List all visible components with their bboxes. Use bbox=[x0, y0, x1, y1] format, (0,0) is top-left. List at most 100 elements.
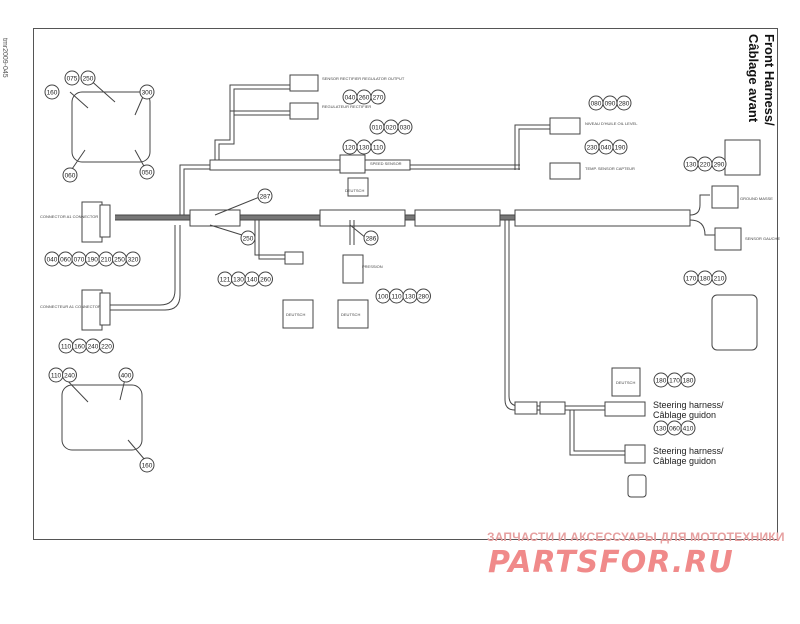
callout-label: 130 bbox=[686, 162, 697, 169]
callout-label: 130 bbox=[359, 145, 370, 152]
callout-180: 180 bbox=[680, 372, 696, 388]
callout-410: 410 bbox=[680, 420, 696, 436]
callout-020: 020 bbox=[383, 119, 399, 135]
callout-180: 180 bbox=[653, 372, 669, 388]
diagram-frame bbox=[33, 28, 778, 540]
callout-110: 110 bbox=[48, 367, 64, 383]
callout-250: 250 bbox=[240, 230, 256, 246]
callout-label: 220 bbox=[700, 162, 711, 169]
callout-circle bbox=[257, 188, 273, 204]
callout-label: 286 bbox=[366, 236, 377, 243]
callout-260: 260 bbox=[258, 271, 273, 287]
callout-label: 060 bbox=[669, 426, 680, 433]
callout-circle bbox=[139, 84, 155, 100]
callout-label: 170 bbox=[686, 276, 697, 283]
callout-label: 121 bbox=[220, 277, 231, 284]
callout-label: 260 bbox=[260, 277, 271, 284]
callout-label: 140 bbox=[247, 277, 258, 284]
callout-140: 140 bbox=[244, 271, 260, 287]
callout-label: 280 bbox=[619, 101, 630, 108]
callout-220: 220 bbox=[99, 338, 114, 354]
callout-286: 286 bbox=[363, 230, 379, 246]
steering-b-en: Steering harness/ bbox=[653, 446, 724, 456]
callout-circle bbox=[416, 288, 431, 304]
callout-label: 110 bbox=[391, 294, 402, 301]
callout-label: 040 bbox=[47, 257, 58, 264]
callout-circle bbox=[612, 139, 628, 155]
callout-label: 020 bbox=[386, 125, 397, 132]
callout-label: 280 bbox=[418, 294, 429, 301]
callout-label: 160 bbox=[47, 90, 58, 97]
callout-label: 287 bbox=[260, 194, 271, 201]
label-deutsch-a: DEUTSCH bbox=[345, 188, 364, 193]
callout-label: 160 bbox=[142, 463, 153, 470]
callout-100: 100 bbox=[375, 288, 391, 304]
callout-070: 070 bbox=[71, 251, 87, 267]
watermark-logo: PARTSFOR.RU bbox=[488, 545, 734, 580]
callout-030: 030 bbox=[397, 119, 413, 135]
callout-280: 280 bbox=[416, 288, 431, 304]
callout-180: 180 bbox=[697, 270, 713, 286]
callout-400: 400 bbox=[118, 367, 134, 383]
callout-040: 040 bbox=[598, 139, 614, 155]
callout-circle bbox=[64, 70, 80, 86]
callout-110: 110 bbox=[370, 139, 386, 155]
steering-labels: Steering harness/ Câblage guidon Steerin… bbox=[653, 400, 724, 466]
callout-220: 220 bbox=[697, 156, 713, 172]
callout-label: 040 bbox=[345, 95, 356, 102]
callout-190: 190 bbox=[612, 139, 628, 155]
label-sensor-rect: SENSOR RECTIFIER REGULATOR OUTPUT bbox=[322, 76, 405, 81]
callout-060: 060 bbox=[62, 167, 78, 183]
callout-label: 240 bbox=[64, 373, 75, 380]
callout-060: 060 bbox=[58, 251, 73, 267]
callout-label: 250 bbox=[114, 257, 125, 264]
small-labels: CONNECTOR A1 CONNECTOR CONNECTEUR A1 CON… bbox=[40, 76, 780, 385]
callout-110: 110 bbox=[58, 338, 74, 354]
callout-160: 160 bbox=[139, 457, 155, 473]
label-pressure: PRESSION bbox=[362, 264, 383, 269]
label-connector-b: CONNECTEUR A1 CONNECTOR bbox=[40, 304, 101, 309]
callout-270: 270 bbox=[370, 89, 386, 105]
callout-090: 090 bbox=[602, 95, 618, 111]
callout-label: 030 bbox=[400, 125, 411, 132]
callout-230: 230 bbox=[584, 139, 600, 155]
callout-label: 250 bbox=[83, 76, 94, 83]
callout-label: 060 bbox=[65, 173, 76, 180]
callout-label: 210 bbox=[714, 276, 725, 283]
callout-circle bbox=[680, 420, 696, 436]
callout-300: 300 bbox=[139, 84, 155, 100]
callout-280: 280 bbox=[616, 95, 632, 111]
callout-110: 110 bbox=[389, 288, 404, 304]
callout-circle bbox=[62, 167, 78, 183]
steering-a-fr: Câblage guidon bbox=[653, 410, 716, 420]
harness-lines bbox=[61, 74, 761, 498]
callout-170: 170 bbox=[667, 372, 682, 388]
callout-label: 210 bbox=[101, 257, 112, 264]
callout-label: 180 bbox=[656, 378, 667, 385]
callout-240: 240 bbox=[62, 367, 77, 383]
callout-label: 130 bbox=[233, 277, 244, 284]
callout-label: 270 bbox=[373, 95, 384, 102]
callout-circle bbox=[80, 70, 96, 86]
label-speed-sensor: SPEED SENSOR bbox=[370, 161, 402, 166]
callout-label: 050 bbox=[142, 170, 153, 177]
callout-label: 190 bbox=[615, 145, 626, 152]
label-reg-rect: REGULATEUR RECTIFIER bbox=[322, 104, 371, 109]
callout-label: 170 bbox=[669, 378, 680, 385]
callout-060: 060 bbox=[667, 420, 682, 436]
callout-label: 120 bbox=[345, 145, 356, 152]
callout-260: 260 bbox=[356, 89, 372, 105]
callout-label: 110 bbox=[61, 344, 72, 351]
callout-circle bbox=[258, 271, 273, 287]
callout-130: 130 bbox=[653, 420, 669, 436]
callout-250: 250 bbox=[112, 251, 127, 267]
callout-040: 040 bbox=[342, 89, 358, 105]
callout-130: 130 bbox=[402, 288, 418, 304]
callout-160: 160 bbox=[44, 84, 60, 100]
callout-210: 210 bbox=[98, 251, 114, 267]
callout-075: 075 bbox=[64, 70, 80, 86]
callout-label: 100 bbox=[378, 294, 389, 301]
callout-label: 230 bbox=[587, 145, 598, 152]
label-ground: GROUND MASSE bbox=[740, 196, 773, 201]
